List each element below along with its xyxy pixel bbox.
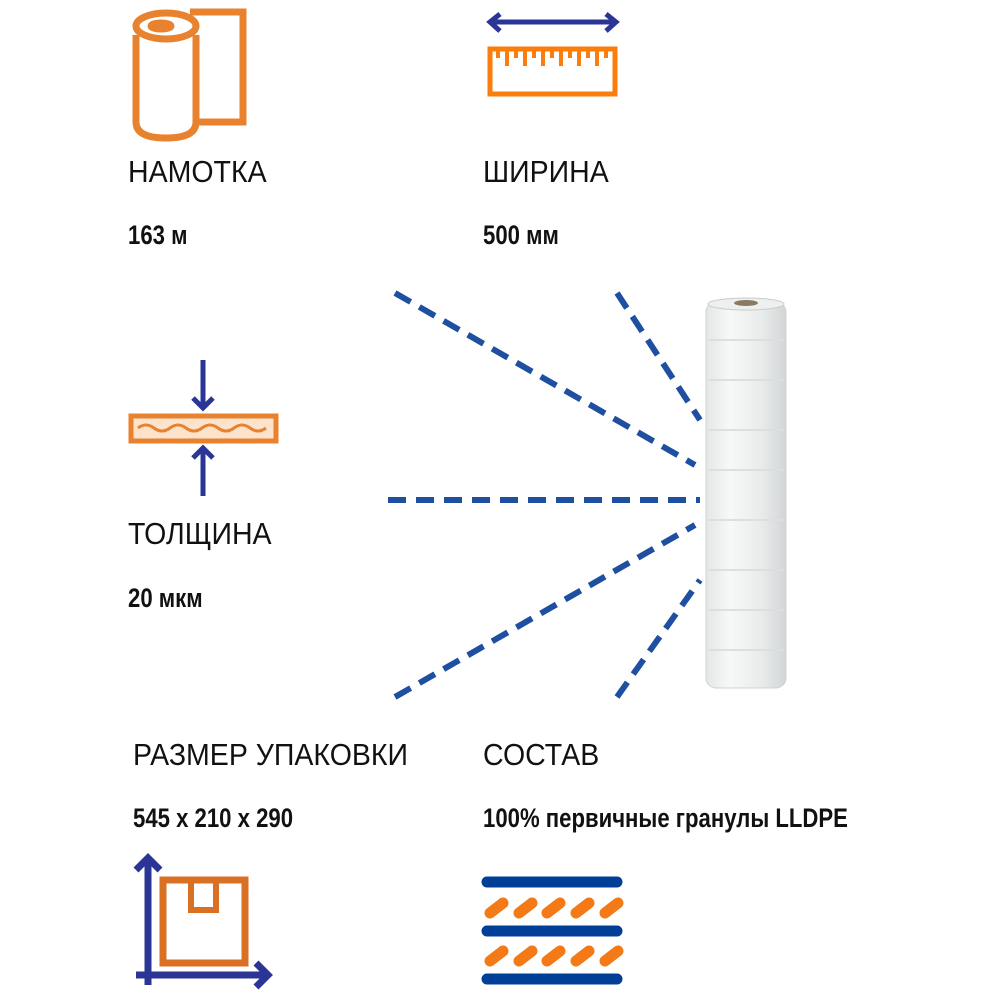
winding-label: НАМОТКА [128,154,267,189]
thickness-icon [128,360,279,496]
pointer-dashed-lines [388,290,703,700]
paper-roll-icon [132,8,247,142]
ruler-width-icon [486,12,620,97]
thickness-value: 20 мкм [128,583,203,613]
composition-label: СОСТАВ [483,737,600,772]
package-label: РАЗМЕР УПАКОВКИ [133,737,409,772]
stretch-film-roll-image [705,297,787,689]
winding-value: 163 м [128,220,188,250]
package-value: 545 х 210 х 290 [133,803,294,833]
width-label: ШИРИНА [483,154,609,189]
layers-granules-icon [481,876,624,985]
box-dimensions-icon [133,853,273,990]
width-value: 500 мм [483,220,559,250]
thickness-label: ТОЛЩИНА [128,516,272,551]
composition-value: 100% первичные гранулы LLDPE [483,803,848,833]
